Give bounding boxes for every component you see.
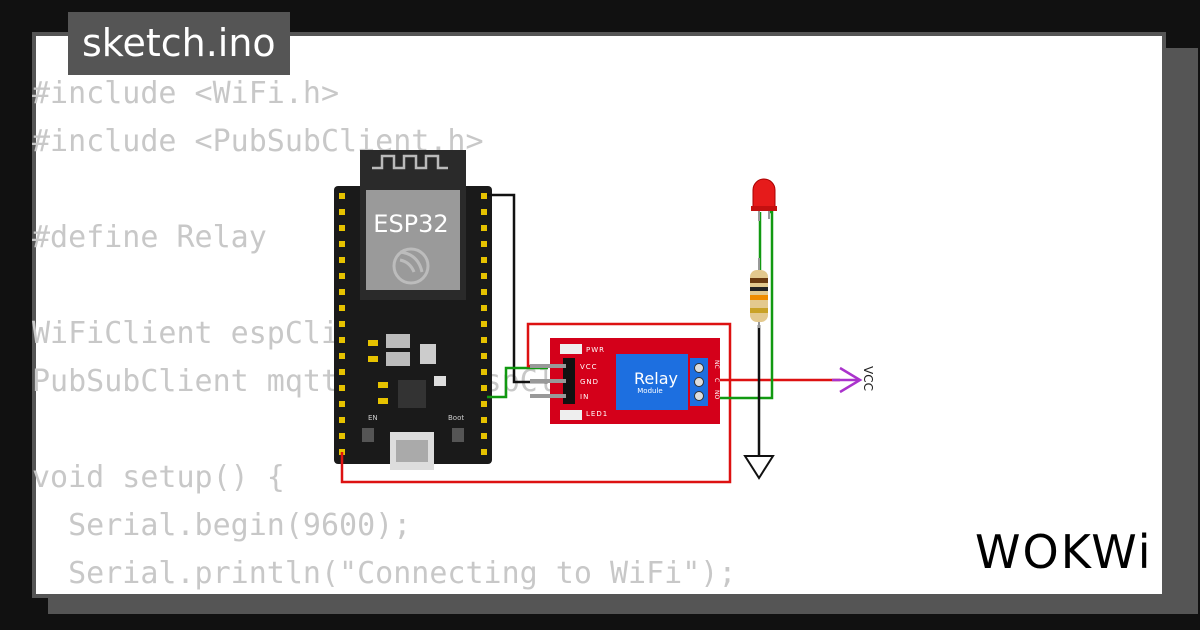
boot-label: Boot <box>448 414 464 422</box>
wokwi-logo: WOKWi <box>975 525 1153 579</box>
relay-pin-vcc: VCC <box>580 363 598 371</box>
onboard-components <box>362 334 464 470</box>
ground-icon <box>743 455 775 480</box>
relay-block <box>616 354 688 410</box>
resistor[interactable] <box>750 258 768 328</box>
red-led[interactable] <box>751 178 777 221</box>
vcc-label: VCC <box>861 366 875 391</box>
espressif-logo-icon <box>392 247 430 285</box>
en-label: EN <box>368 414 378 422</box>
terminal-nc: NC <box>713 360 720 369</box>
code-line: Serial.println("Connecting to WiFi"); <box>32 556 737 591</box>
code-line: #define Relay <box>32 220 267 255</box>
code-background: #include <WiFi.h>#include <PubSubClient.… <box>32 70 736 598</box>
module-shield <box>366 190 460 290</box>
code-line: Serial.begin(9600); <box>32 508 412 543</box>
terminal-c: C <box>713 378 720 382</box>
relay-pin-led: LED1 <box>586 410 608 418</box>
esp32-label: ESP32 <box>373 210 448 238</box>
esp32-board[interactable]: ESP32 EN Boot <box>334 150 492 470</box>
wire-gnd[interactable] <box>487 193 548 384</box>
relay-pin-pwr: PWR <box>586 346 605 354</box>
wire-signal[interactable] <box>487 366 548 399</box>
wire-vcc-relay[interactable] <box>340 322 732 484</box>
usb-chip <box>398 380 426 408</box>
vcc-icon <box>832 366 863 394</box>
antenna-trace <box>372 154 448 170</box>
terminal-no: NO <box>713 390 720 399</box>
relay-pin-gnd: GND <box>580 378 599 386</box>
pin-header-right <box>481 193 487 455</box>
file-tab[interactable]: sketch.ino <box>68 12 290 75</box>
relay-subtitle: Module <box>637 387 662 395</box>
relay-title: Relay <box>634 369 678 388</box>
boot-button[interactable] <box>452 428 464 442</box>
code-line: void setup() { <box>32 460 285 495</box>
relay-module[interactable]: PWR VCC GND IN LED1 Relay Module NC C NO <box>530 338 720 424</box>
code-line: #include <WiFi.h> <box>32 76 340 111</box>
en-button[interactable] <box>362 428 374 442</box>
relay-pin-in: IN <box>580 393 589 401</box>
preview-card <box>32 32 1166 598</box>
file-name: sketch.ino <box>82 21 276 65</box>
